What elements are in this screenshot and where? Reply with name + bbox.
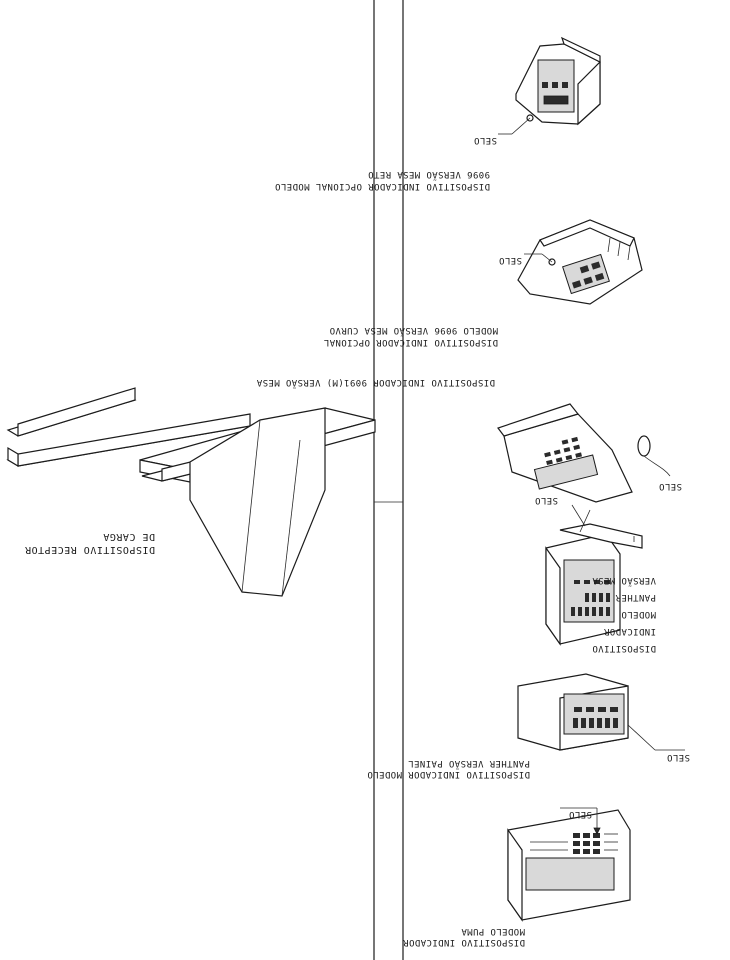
panther-painel-label-line2: PANTHER VERSÃO PAINEL: [408, 758, 530, 769]
puma-indicator-drawing: [507, 809, 631, 922]
receptor-label-line2: DE CARGA: [103, 531, 155, 542]
panther-mesa-seal-callout: [571, 504, 591, 533]
puma-label-line2: MODELO PUMA: [461, 926, 525, 936]
m9096-reto-label-line1: DISPOSITIVO INDICADOR OPCIONAL MODELO: [275, 181, 490, 191]
m9091-label-line1: DISPOSITIVO INDICADOR 9091(M) VERSÃO MES…: [256, 377, 495, 388]
panther-painel-seal-label: SELO: [667, 752, 690, 762]
m9091-indicator-drawing: [497, 403, 651, 503]
receptor-label-line1: DISPOSITIVO RECEPTOR: [24, 544, 155, 555]
panther-mesa-label-line5: VERSÃO MESA: [592, 575, 656, 586]
m9096-reto-seal-callout: [498, 117, 531, 135]
m9096-curvo-indicator-drawing: [517, 219, 643, 305]
m9096-curvo-seal-callout: [524, 253, 553, 263]
m9096-reto-indicator-drawing: [515, 36, 601, 126]
m9096-curvo-label-line2: MODELO 9096 VERSÃO MESA CURVO: [329, 325, 498, 336]
center-divider: [373, 0, 404, 960]
m9096-reto-label-line2: 9096 VERSÃO MESA RETO: [368, 169, 490, 180]
panther-mesa-label-line1: DISPOSITIVO: [592, 643, 656, 653]
m9096-reto-seal-label: SELO: [474, 135, 497, 145]
m9096-curvo-label-line1: DISPOSITIVO INDICADOR OPCIONAL: [323, 337, 498, 347]
panther-mesa-label-line3: MODELO: [621, 609, 656, 619]
panther-painel-indicator-drawing: [517, 673, 629, 751]
panther-painel-seal-callout: [627, 724, 685, 751]
puma-label-line1: DISPOSITIVO INDICADOR: [403, 937, 525, 947]
panther-mesa-label-line2: INDICADOR: [603, 626, 656, 636]
m9091-seal-label: SELO: [659, 481, 682, 491]
m9096-curvo-seal-label: SELO: [499, 255, 522, 265]
panther-mesa-label-line4: PANTHER: [615, 592, 656, 602]
load-receptor-drawing: [6, 387, 376, 597]
puma-seal-label: SELO: [569, 809, 592, 819]
puma-seal-callout: [560, 807, 601, 835]
panther-mesa-seal-label: SELO: [535, 495, 558, 505]
panther-painel-label-line1: DISPOSITIVO INDICADOR MODELO: [367, 769, 530, 779]
m9091-seal-callout: [643, 455, 671, 477]
